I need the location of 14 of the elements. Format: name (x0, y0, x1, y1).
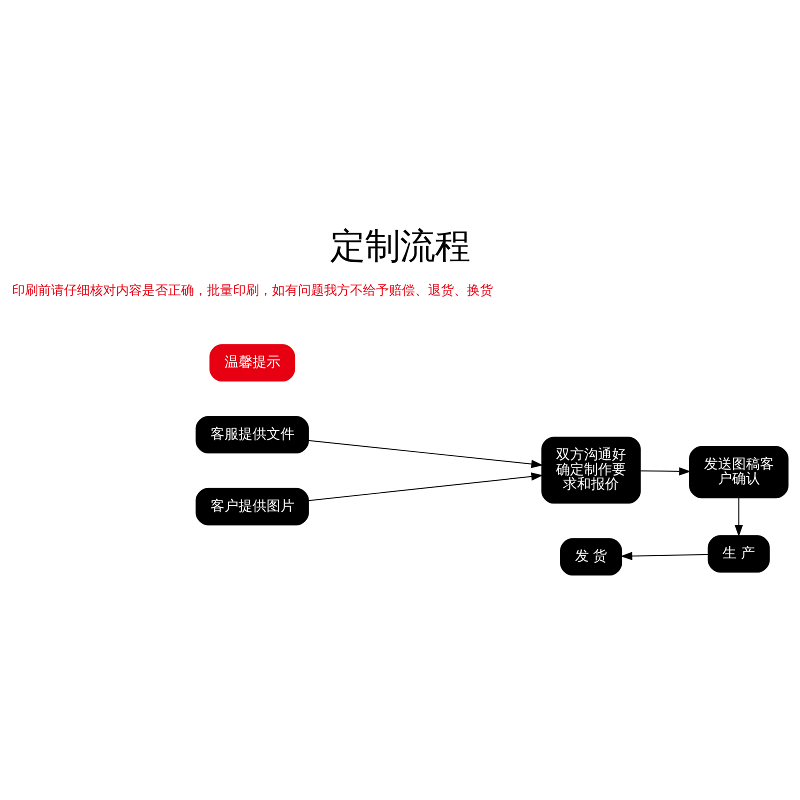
diagram-title: 定制流程 (330, 226, 470, 267)
node-box: 客户提供图片 (196, 487, 309, 525)
node-box: 生 产 (708, 534, 770, 572)
arrow (620, 551, 709, 560)
arrow (734, 496, 743, 536)
label: 印刷前请仔细核对内容是否正确，批量印刷，如有问题我方不给予赔偿、退货、换货 (12, 282, 493, 298)
node-box: 发送图稿客户确认 (689, 446, 789, 498)
node-box: 客服提供文件 (196, 416, 309, 453)
node-box: 发 货 (560, 538, 622, 576)
node-box: 温馨提示 (209, 344, 296, 382)
node-box: 双方沟通好确定制作要求和报价 (541, 436, 641, 504)
arrow (640, 466, 691, 475)
arrow (308, 440, 544, 468)
arrow (308, 472, 544, 501)
